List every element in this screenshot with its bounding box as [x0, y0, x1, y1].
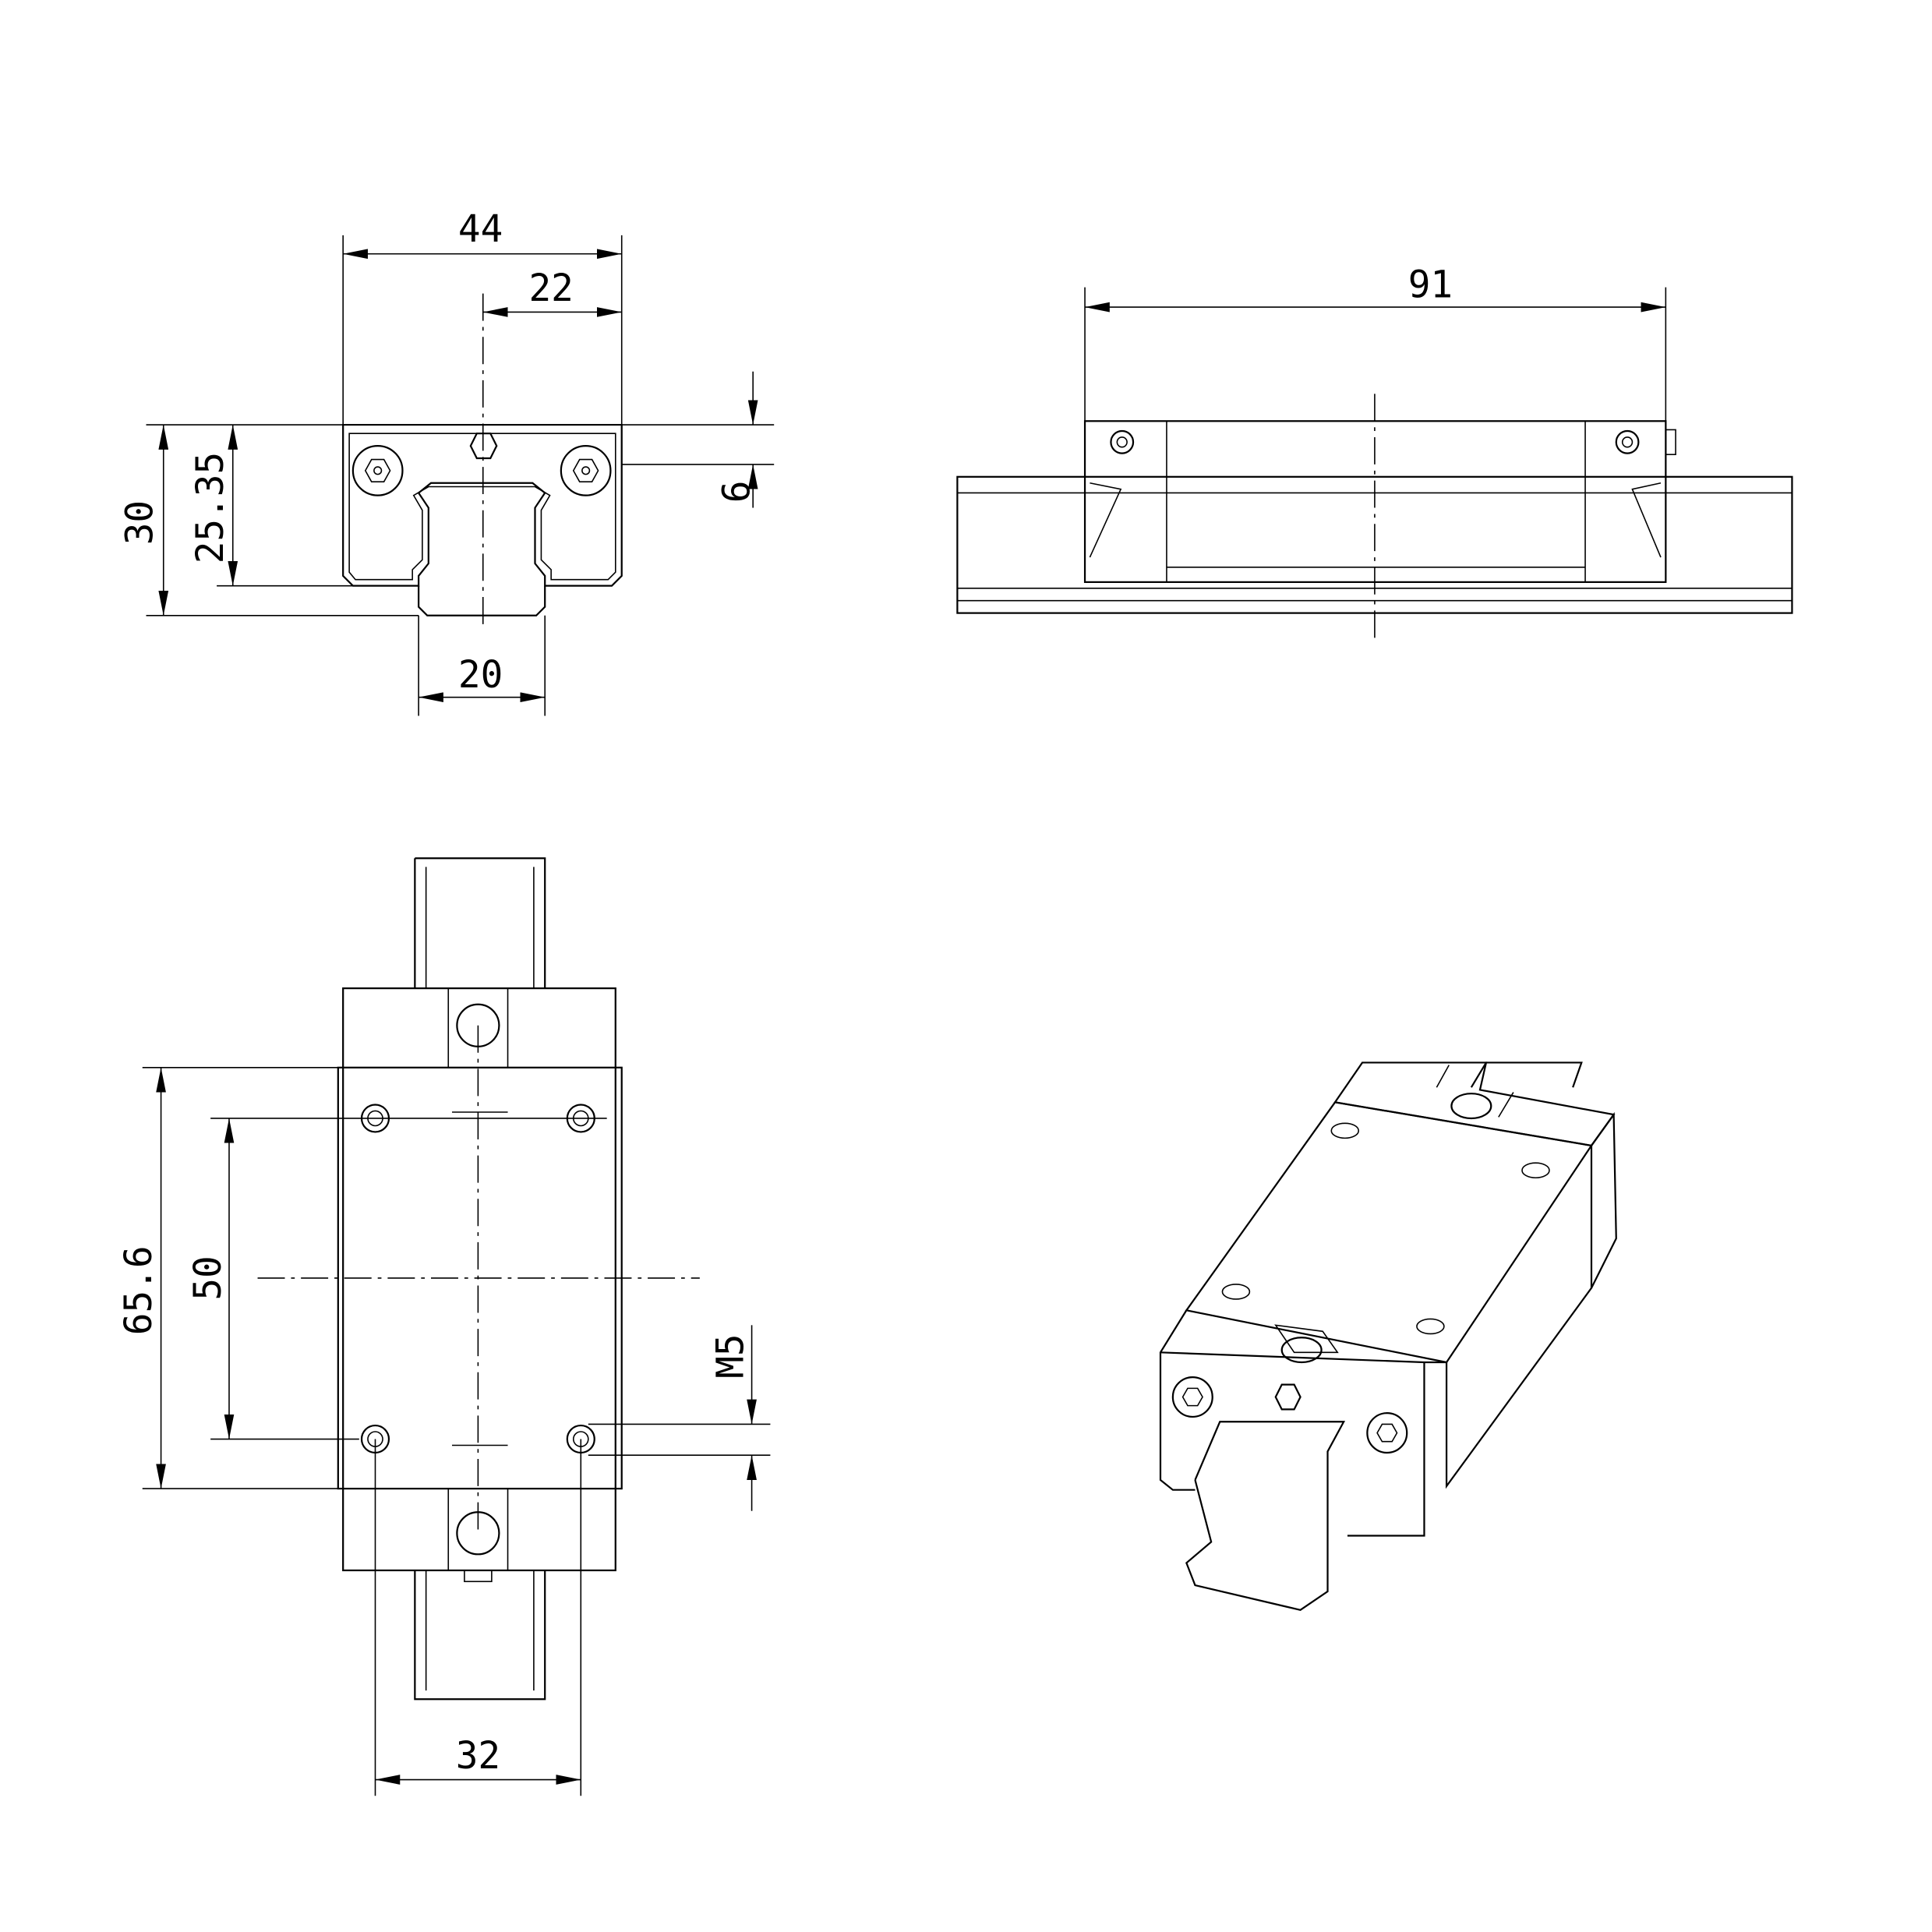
top-view: 65.6 50 M5 32	[118, 857, 771, 1796]
dim-32: 32	[456, 1735, 500, 1778]
dim-22: 22	[528, 267, 573, 310]
dim-6: 6	[715, 481, 758, 503]
front-view: 44 22 6 30 25.35 20	[118, 208, 775, 716]
dim-25-35: 25.35	[189, 452, 232, 563]
dim-65-6: 65.6	[118, 1245, 161, 1335]
dim-m5: M5	[709, 1333, 752, 1378]
dim-91: 91	[1408, 263, 1453, 306]
dim-30: 30	[118, 500, 161, 545]
dim-44: 44	[458, 208, 503, 251]
dim-20: 20	[458, 654, 503, 697]
dim-50: 50	[187, 1256, 230, 1300]
hex-screw-icon	[351, 433, 612, 496]
side-view: 91	[956, 263, 1793, 638]
isometric-view	[1159, 1061, 1617, 1612]
